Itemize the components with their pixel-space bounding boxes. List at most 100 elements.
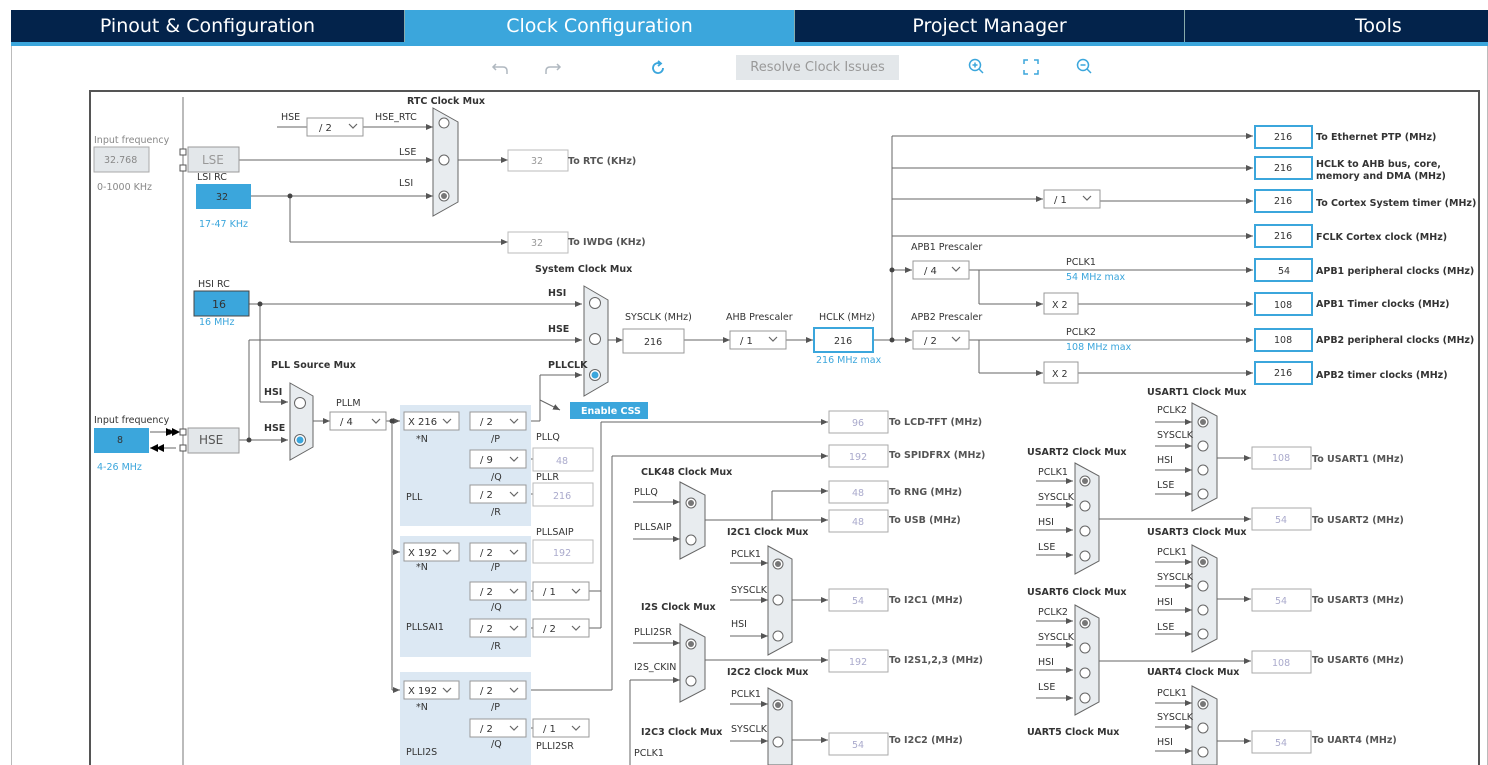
selected-radio-dots bbox=[441, 193, 1206, 708]
usart1-in3: HSI bbox=[1157, 455, 1173, 466]
apb2-prescaler-dropdown[interactable] bbox=[912, 330, 970, 350]
usart2-clock-mux[interactable] bbox=[1074, 462, 1100, 575]
output-box bbox=[1254, 292, 1313, 316]
pll-q-value[interactable]: / 9 bbox=[480, 455, 493, 466]
hse-value[interactable]: 8 bbox=[117, 435, 123, 446]
value-boxes bbox=[93, 117, 1101, 738]
pllsai-r-value[interactable]: / 2 bbox=[480, 624, 493, 635]
pll-p-value[interactable]: / 2 bbox=[480, 417, 493, 428]
clk48-mux-title: CLK48 Clock Mux bbox=[641, 467, 732, 478]
enable-css-label[interactable]: Enable CSS bbox=[581, 406, 641, 417]
ahb-value[interactable]: / 1 bbox=[740, 336, 753, 347]
plli2s-qdiv-value[interactable]: / 1 bbox=[543, 724, 556, 735]
usart3-in4: LSE bbox=[1157, 622, 1174, 633]
pll-p-dropdown[interactable] bbox=[469, 411, 527, 431]
lse-frequency-field[interactable] bbox=[93, 146, 150, 173]
mid-output-box bbox=[828, 509, 889, 533]
ahb-prescaler-dropdown[interactable] bbox=[729, 330, 787, 350]
i2c2-clock-mux[interactable] bbox=[767, 687, 793, 765]
right-output-boxes bbox=[828, 125, 1313, 756]
usart6-in4: LSE bbox=[1038, 682, 1055, 693]
usart3-in2: SYSCLK bbox=[1157, 572, 1194, 583]
plli2s-q-value[interactable]: / 2 bbox=[480, 724, 493, 735]
output-label: APB1 Timer clocks (MHz) bbox=[1316, 299, 1450, 310]
hclk-field[interactable] bbox=[813, 327, 874, 353]
rtc-hse-divider[interactable] bbox=[306, 117, 364, 137]
rtc-output-label: To RTC (KHz) bbox=[568, 156, 636, 167]
fit-screen-icon[interactable] bbox=[1021, 57, 1041, 77]
systimer-div-value[interactable]: / 1 bbox=[1054, 195, 1067, 206]
i2s-in2: I2S_CKIN bbox=[634, 662, 676, 673]
systimer-divider-dropdown[interactable] bbox=[1043, 189, 1101, 209]
hse-frequency-field[interactable] bbox=[94, 428, 149, 453]
output-label: APB2 peripheral clocks (MHz) bbox=[1316, 335, 1474, 346]
pll-r-value[interactable]: / 2 bbox=[480, 490, 493, 501]
plli2s-n-dropdown[interactable] bbox=[403, 680, 460, 700]
pllsai-q-label: /Q bbox=[491, 602, 502, 613]
tab-tools[interactable]: Tools bbox=[1355, 15, 1402, 37]
lse-value[interactable]: 32.768 bbox=[104, 155, 137, 166]
resolve-clock-issues-button[interactable]: Resolve Clock Issues bbox=[736, 55, 899, 80]
pllsai-p-value[interactable]: / 2 bbox=[480, 548, 493, 559]
plli2s-name: PLLI2S bbox=[406, 747, 437, 758]
pllsai-q-dropdown[interactable] bbox=[469, 581, 527, 601]
redo-icon[interactable] bbox=[543, 58, 563, 78]
pll-q-dropdown[interactable] bbox=[469, 449, 527, 469]
pllsai-n-value[interactable]: X 192 bbox=[408, 548, 437, 559]
pllsai-q-value[interactable]: / 2 bbox=[480, 587, 493, 598]
apb2-value[interactable]: / 2 bbox=[924, 336, 937, 347]
zoom-in-icon[interactable] bbox=[967, 57, 987, 77]
plli2s-p-dropdown[interactable] bbox=[469, 680, 527, 700]
usart-output-box bbox=[1251, 507, 1312, 531]
pll-n-dropdown[interactable] bbox=[403, 411, 460, 431]
plli2s-q-divider-dropdown[interactable] bbox=[532, 718, 590, 738]
apb1-value[interactable]: / 4 bbox=[924, 266, 937, 277]
usart6-clock-mux[interactable] bbox=[1074, 604, 1100, 716]
plli2s-q-label: /Q bbox=[491, 739, 502, 750]
mid-output-label: To I2C2 (MHz) bbox=[889, 735, 963, 746]
undo-icon[interactable] bbox=[490, 58, 510, 78]
pllsai-q-divider-dropdown[interactable] bbox=[532, 581, 590, 601]
plli2s-n-value[interactable]: X 192 bbox=[408, 686, 437, 697]
rtc-div-value[interactable]: / 2 bbox=[319, 123, 332, 134]
pclk1-max: 54 MHz max bbox=[1066, 272, 1126, 283]
lsi-rc-block bbox=[196, 184, 251, 209]
apb1-prescaler-dropdown[interactable] bbox=[912, 260, 970, 280]
pllsai-r-dropdown[interactable] bbox=[469, 618, 527, 638]
refresh-icon[interactable] bbox=[648, 58, 668, 78]
sysclk-value: 216 bbox=[644, 337, 662, 348]
plli2s-p-value[interactable]: / 2 bbox=[480, 686, 493, 697]
lsi-value: 32 bbox=[216, 192, 228, 203]
pllsai-p-dropdown[interactable] bbox=[469, 542, 527, 562]
tab-pinout-configuration[interactable]: Pinout & Configuration bbox=[99, 15, 316, 37]
pll-source-mux[interactable] bbox=[289, 382, 314, 461]
pll-n-value[interactable]: X 216 bbox=[408, 417, 437, 428]
i2s-clock-mux[interactable] bbox=[679, 623, 706, 703]
pllsai-rdiv-value[interactable]: / 2 bbox=[543, 624, 556, 635]
hclk-max: 216 MHz max bbox=[816, 355, 882, 366]
hse-input-label: Input frequency bbox=[94, 415, 170, 426]
hclk-value[interactable]: 216 bbox=[834, 336, 852, 347]
uart4-in2: SYSCLK bbox=[1157, 712, 1194, 723]
tab-separator bbox=[404, 10, 405, 42]
usart3-output-label: To USART3 (MHz) bbox=[1312, 595, 1404, 606]
enable-css-button[interactable] bbox=[570, 402, 648, 419]
pll-source-hsi-label: HSI bbox=[264, 387, 282, 398]
clk48-clock-mux[interactable] bbox=[679, 481, 706, 560]
pclk2-label: PCLK2 bbox=[1066, 327, 1096, 338]
i2c3-in1: PCLK1 bbox=[634, 748, 664, 759]
uart4-in3: HSI bbox=[1157, 737, 1173, 748]
usart3-clock-mux[interactable] bbox=[1191, 544, 1218, 653]
usart1-clock-mux[interactable] bbox=[1191, 402, 1218, 512]
pllsai-n-dropdown[interactable] bbox=[403, 542, 460, 562]
pllsai-qdiv-value[interactable]: / 1 bbox=[543, 587, 556, 598]
pllm-value[interactable]: / 4 bbox=[340, 417, 353, 428]
usart6-in3: HSI bbox=[1038, 657, 1054, 668]
tab-project-manager[interactable]: Project Manager bbox=[912, 15, 1067, 37]
pll-r-dropdown[interactable] bbox=[469, 484, 527, 504]
zoom-out-icon[interactable] bbox=[1075, 57, 1095, 77]
pllm-dropdown[interactable] bbox=[329, 411, 387, 431]
plli2s-q-dropdown[interactable] bbox=[469, 718, 527, 738]
tab-clock-configuration[interactable]: Clock Configuration bbox=[405, 10, 794, 42]
pllsai-r-divider-dropdown[interactable] bbox=[532, 618, 590, 638]
